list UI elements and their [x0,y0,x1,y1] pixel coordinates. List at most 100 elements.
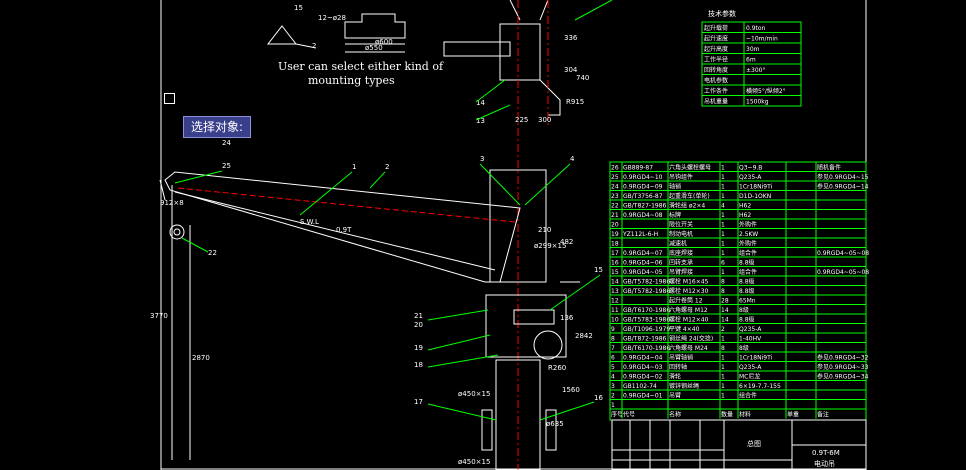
bom-cell: GB/T1096-1979 [623,326,670,333]
callout-15: 15 [594,266,603,274]
bom-cell: 1 [721,374,725,381]
tech-row-label: 起升载荷 [704,24,728,32]
dim-299: ø299×15 [534,242,566,250]
dim-635: ø635 [546,420,564,428]
bom-cell: 标牌 [669,211,681,219]
bom-cell: 8 [721,288,725,295]
bom-cell: 轴销 [669,183,681,191]
bom-cell: 六角螺母 M12 [669,306,708,314]
caption-line2: mounting types [308,74,395,87]
caption-line1: User can select either kind of [278,60,444,73]
bom-cell: 8.8级 [739,287,755,295]
bom-cell: 20 [611,222,619,229]
bom-cell: 0.9RGD4~06 [623,260,663,267]
bom-cell: 6×19-7.7-155 [739,383,781,390]
bom-cell: YZ112L-6-H [622,231,658,238]
bom-header: 代号 [623,411,635,419]
bom-cell: 参见0.9RGD4~33 [817,363,869,371]
dim-482: 482 [560,238,573,246]
bom-cell: 7 [611,345,615,352]
bom-cell: 1 [721,241,725,248]
bom-cell: 8.8级 [739,316,755,324]
dim-225: 225 [515,116,528,124]
bom-cell: 6 [611,355,615,362]
bom-cell: 六角螺母 M24 [669,344,708,352]
leader-lines [174,0,613,421]
selection-box[interactable] [164,93,175,104]
bom-cell: 随机备件 [817,164,841,172]
bom-cell: 限位开关 [669,221,693,229]
tech-row-label: 回转角度 [704,66,728,74]
bom-cell: 外购件 [739,240,757,248]
detail-550: ø550 [365,44,383,52]
bom-cell: GB889-87 [623,165,653,172]
bom-cell: 0.9RGD4~07 [623,250,663,257]
tech-row-value: ~10m/min [746,36,778,43]
bom-cell: 1 [721,250,725,257]
bom-header: 材料 [739,411,751,419]
bom-cell: GB/T872-1986 [623,336,667,343]
bom-cell: 11 [611,307,619,314]
bom-cell: 0.9RGD4~09 [623,184,663,191]
bom-cell: 0.9RGD4~04 [623,355,663,362]
title-model: 0.9T-6M [812,449,840,457]
bom-cell: Q235-A [739,326,762,333]
dim-336: 336 [564,34,578,42]
crane-boom [159,171,521,460]
bom-cell: 24 [611,184,619,191]
bom-cell: 8 [721,279,725,286]
callout-4: 4 [570,155,575,163]
bom-cell: Q3~9.B [739,165,762,172]
tech-row-label: 吊机重量 [704,98,728,106]
callout-17: 17 [414,398,423,406]
tech-row-value: ±300° [746,67,765,74]
bom-cell: 19 [611,231,619,238]
bom-header: 名称 [669,411,681,419]
bom-cell: 0.9RGD4~01 [623,393,663,400]
dim-136: 136 [560,314,574,322]
bom-cell: 参见0.9RGD4~34 [817,373,869,381]
bom-cell: 15 [611,269,619,276]
bom-cell: 1Cr18Ni9Ti [739,184,773,191]
detail-15: 15 [294,4,303,12]
bom-cell: 1 [721,193,725,200]
dim-9125: 912×8 [160,199,184,207]
bom-cell: 组合件 [739,268,757,276]
tech-row-label: 工作条件 [704,87,728,95]
bom-cell: 螺栓 M12×30 [669,287,709,295]
bom-cell: 吊臂 [669,392,681,400]
bom-cell: 0.9RGD4~10 [623,174,663,181]
callout-2: 2 [385,163,389,171]
bom-cell: 5 [611,364,615,371]
bom-cell: 参见0.9RGD4~15 [817,173,869,181]
bom-cell: 滑轮 [669,373,681,381]
bom-cell: GB/T5782-1986 [623,279,670,286]
command-prompt: 选择对象: [183,116,251,138]
bom-cell: 平键 4×40 [669,325,700,333]
bom-cell: 1Cr18Ni9Ti [739,355,773,362]
tech-row-label: 起升高度 [704,45,728,53]
bom-cell: 1 [721,383,725,390]
bom-cell: 3 [611,383,615,390]
bom-cell: H62 [739,212,751,219]
bom-cell: 0.9RGD4~05~08 [817,250,869,257]
bom-cell: 65Mn [739,298,756,305]
tech-title: 技术参数 [708,9,736,18]
tech-row-value: 1500kg [746,99,769,106]
bom-cell: 14 [721,317,729,324]
bom-cell: GB/T3756-87 [623,193,663,200]
bom-cell: 外购件 [739,221,757,229]
bom-cell: GB/T5782-1986 [623,288,670,295]
detail-12: 12~ø28 [318,14,346,22]
detail-2: 2 [312,42,316,50]
bom-cell: 滑轮组 ø2×4 [669,202,705,210]
dim-1560: 1560 [562,386,580,394]
bom-cell: 14 [721,307,729,314]
bom-header: 备注 [817,411,829,419]
bom-cell: 13 [611,288,619,295]
bom-cell: 回转支承 [669,259,693,267]
top-view [443,0,561,116]
bom-cell: Q235-A [739,364,762,371]
